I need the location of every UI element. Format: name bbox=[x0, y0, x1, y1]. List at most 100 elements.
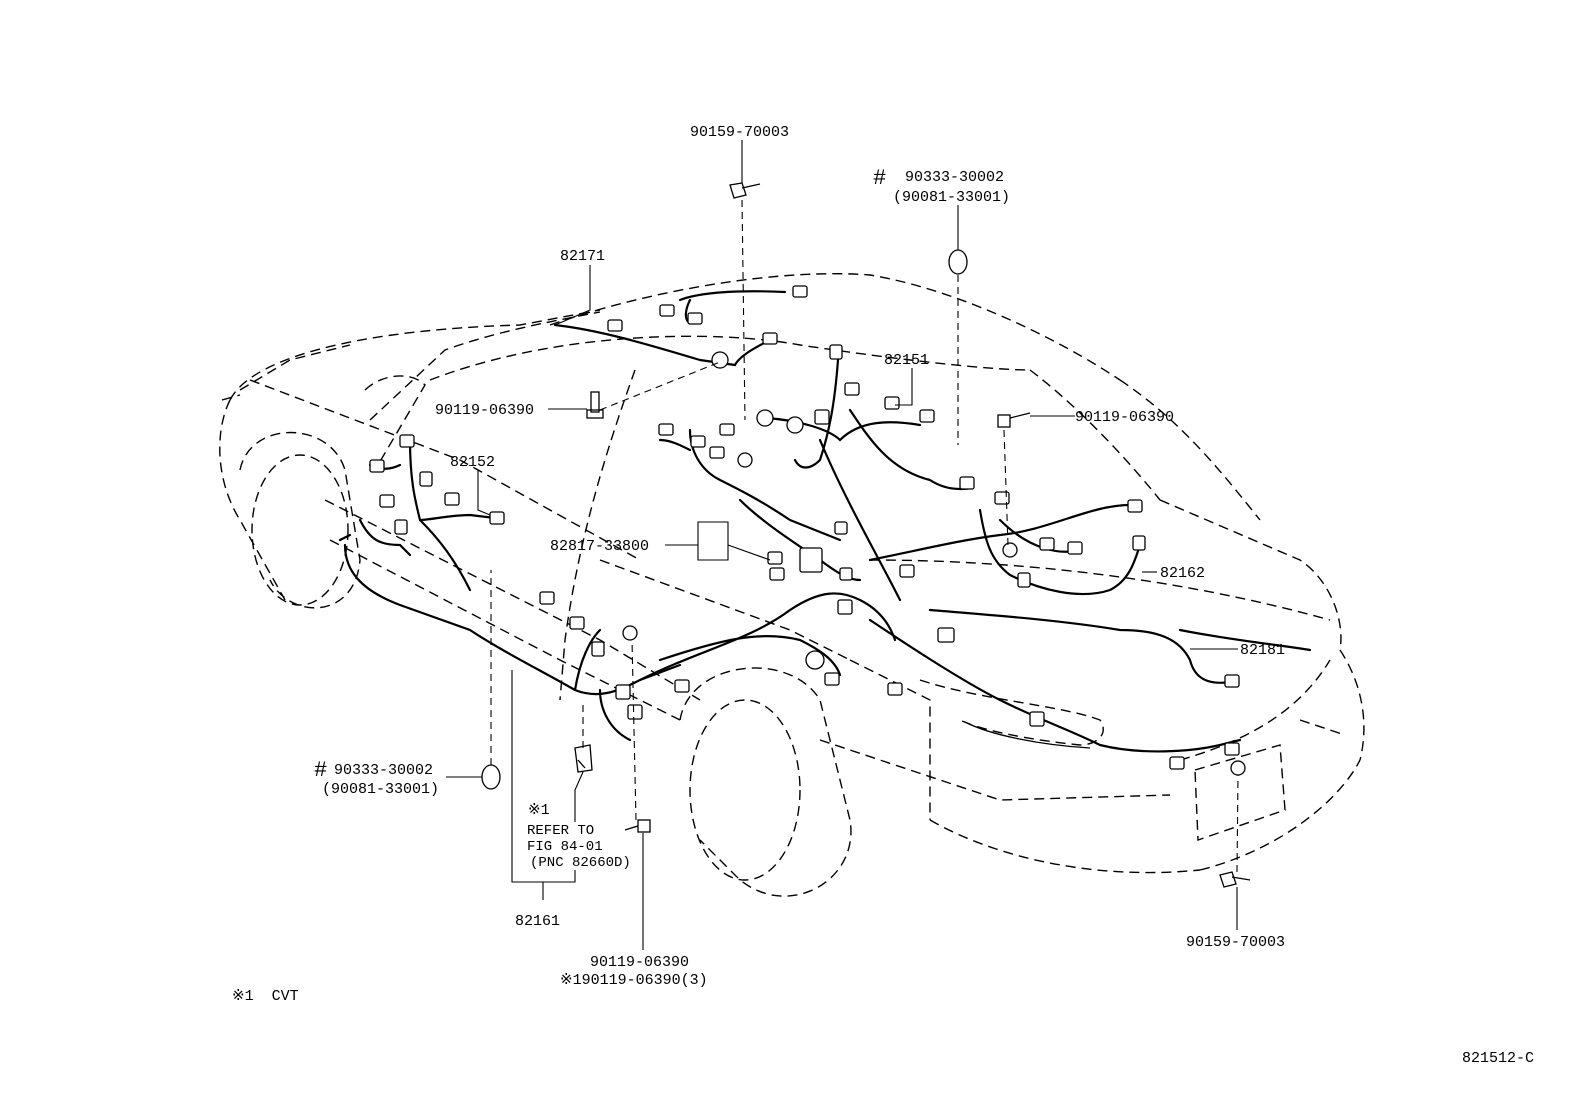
floor-harness-82151[interactable] bbox=[763, 358, 974, 602]
clip-fastener-icon[interactable] bbox=[729, 182, 761, 199]
connector-icon bbox=[539, 591, 555, 605]
label-harness-roof[interactable]: 82171 bbox=[560, 248, 605, 265]
grommet-icon bbox=[1230, 760, 1246, 776]
connector-icon bbox=[887, 682, 903, 696]
label-bolt-center[interactable]: 90119-06390 bbox=[435, 402, 534, 419]
clip-fastener-icon[interactable] bbox=[1219, 871, 1251, 888]
connector-icon bbox=[1224, 742, 1240, 756]
label-clip-rear[interactable]: 90159-70003 bbox=[1186, 934, 1285, 951]
note-ref-mark: ※1 bbox=[528, 802, 550, 819]
note-ref-line3: (PNC 82660D) bbox=[530, 855, 631, 871]
label-grommet-left[interactable]: 90333-30002 bbox=[334, 762, 433, 779]
hash-mark: # bbox=[873, 166, 886, 191]
connector-icon bbox=[591, 641, 605, 657]
rear-harness-82181[interactable] bbox=[868, 608, 1312, 753]
part-labels: 90159-70003 82171 # 90333-30002 (90081-3… bbox=[232, 124, 1534, 1067]
connector-icon bbox=[709, 446, 725, 459]
grommet-icon bbox=[786, 416, 804, 434]
connector-icon bbox=[824, 672, 840, 686]
part-icons bbox=[481, 182, 1251, 888]
leader-lines bbox=[446, 140, 1239, 950]
connector-icon bbox=[444, 492, 460, 506]
note-ref-line2: FIG 84-01 bbox=[527, 839, 603, 855]
connector-icon bbox=[959, 476, 975, 490]
connector-icon bbox=[1127, 499, 1143, 513]
wire-harnesses bbox=[338, 290, 1312, 753]
grommet-icon bbox=[622, 625, 638, 641]
connectors bbox=[369, 285, 1246, 776]
grommet-icon[interactable] bbox=[948, 249, 968, 275]
label-grommet-left-alt[interactable]: (90081-33001) bbox=[322, 781, 439, 798]
hash-mark: # bbox=[314, 758, 327, 783]
center-floor-harness[interactable] bbox=[638, 498, 897, 682]
relay-block-icon bbox=[799, 547, 823, 573]
connector-icon bbox=[844, 382, 860, 396]
connector-icon bbox=[937, 627, 955, 643]
connector-icon bbox=[419, 471, 433, 487]
connector-icon bbox=[489, 511, 505, 525]
connector-icon bbox=[814, 409, 830, 425]
connector-icon bbox=[674, 679, 690, 693]
connector-icon bbox=[839, 567, 853, 581]
label-harness-floor-front[interactable]: 82151 bbox=[884, 352, 929, 369]
connector-icon bbox=[719, 423, 735, 436]
grommet-icon bbox=[711, 351, 729, 369]
label-grommet-top[interactable]: 90333-30002 bbox=[905, 169, 1004, 186]
floor-harness-82161[interactable] bbox=[343, 543, 682, 742]
label-bolt-right[interactable]: 90119-06390 bbox=[1075, 409, 1174, 426]
bolt-icon[interactable] bbox=[586, 391, 604, 419]
connector-icon bbox=[834, 521, 848, 535]
footnote: ※1 CVT bbox=[232, 988, 299, 1005]
grommet-icon bbox=[756, 409, 774, 427]
connector-icon bbox=[399, 434, 415, 448]
grommet-icon bbox=[805, 650, 825, 670]
connector-icon bbox=[769, 567, 785, 581]
connector-icon bbox=[994, 491, 1010, 505]
connector-icon bbox=[615, 684, 631, 700]
label-bolt-bottom-alt[interactable]: ※190119-06390(3) bbox=[560, 972, 708, 989]
grommet-icon[interactable] bbox=[481, 764, 501, 790]
connector-icon bbox=[394, 519, 408, 535]
connector-icon bbox=[1067, 541, 1083, 555]
connector-icon bbox=[829, 344, 843, 360]
label-grommet-top-alt[interactable]: (90081-33001) bbox=[893, 189, 1010, 206]
connector-icon bbox=[1132, 535, 1146, 551]
label-harness-rear-deck[interactable]: 82162 bbox=[1160, 565, 1205, 582]
connector-icon bbox=[690, 435, 706, 448]
connector-icon bbox=[767, 551, 783, 565]
connector-icon bbox=[1029, 711, 1045, 727]
connector-icon bbox=[919, 409, 935, 423]
grommet-icon bbox=[1002, 542, 1018, 558]
label-clip-top[interactable]: 90159-70003 bbox=[690, 124, 789, 141]
connector-icon bbox=[369, 459, 385, 473]
bracket-icon[interactable] bbox=[574, 744, 593, 773]
bolt-icon[interactable] bbox=[997, 412, 1031, 428]
cowl-harness-82152[interactable] bbox=[338, 438, 497, 592]
connector-icon bbox=[687, 312, 703, 325]
connector-icon bbox=[762, 332, 778, 345]
connector-icon bbox=[792, 285, 808, 298]
connector-icon bbox=[627, 704, 643, 720]
grommet-icon bbox=[737, 452, 753, 468]
label-harness-rear[interactable]: 82181 bbox=[1240, 642, 1285, 659]
connector-icon bbox=[899, 564, 915, 578]
connector-icon bbox=[1169, 756, 1185, 770]
note-ref-line1: REFER TO bbox=[527, 823, 594, 839]
connector-icon bbox=[1224, 674, 1240, 688]
connector-icon bbox=[607, 319, 623, 332]
connector-icon bbox=[659, 304, 675, 317]
connector-icon bbox=[569, 616, 585, 630]
connector-icon bbox=[1039, 537, 1055, 551]
bolt-icon[interactable] bbox=[624, 819, 651, 833]
figure-id: 821512-C bbox=[1462, 1050, 1534, 1067]
label-harness-floor[interactable]: 82161 bbox=[515, 913, 560, 930]
label-bolt-bottom[interactable]: 90119-06390 bbox=[590, 954, 689, 971]
connector-icon bbox=[1017, 572, 1031, 588]
label-harness-cowl[interactable]: 82152 bbox=[450, 454, 495, 471]
label-plate[interactable]: 82817-33800 bbox=[550, 538, 649, 555]
connector-icon bbox=[658, 423, 674, 436]
connector-icon bbox=[884, 396, 900, 410]
connector-icon bbox=[379, 494, 395, 508]
connector-icon bbox=[837, 599, 853, 615]
